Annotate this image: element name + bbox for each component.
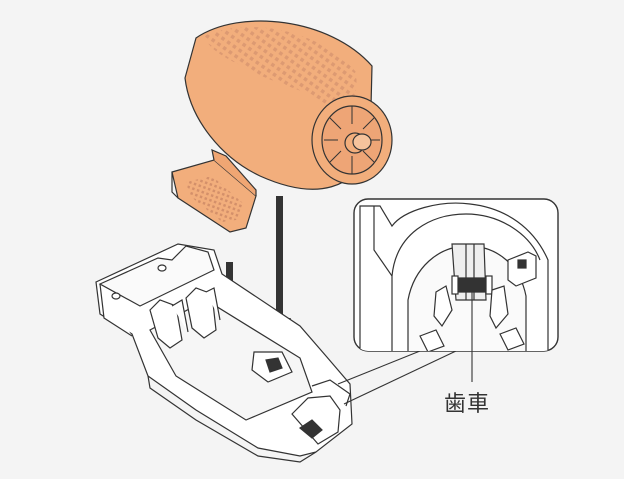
filter-cylinder-icon: [184, 20, 393, 190]
gear-icon: [451, 275, 493, 295]
magnifier-callout-icon: [353, 198, 559, 382]
gear-label: 歯車: [444, 392, 491, 417]
tray-case-icon: [95, 243, 353, 463]
callout-connector: [337, 350, 457, 405]
small-filter-icon: [171, 148, 257, 233]
